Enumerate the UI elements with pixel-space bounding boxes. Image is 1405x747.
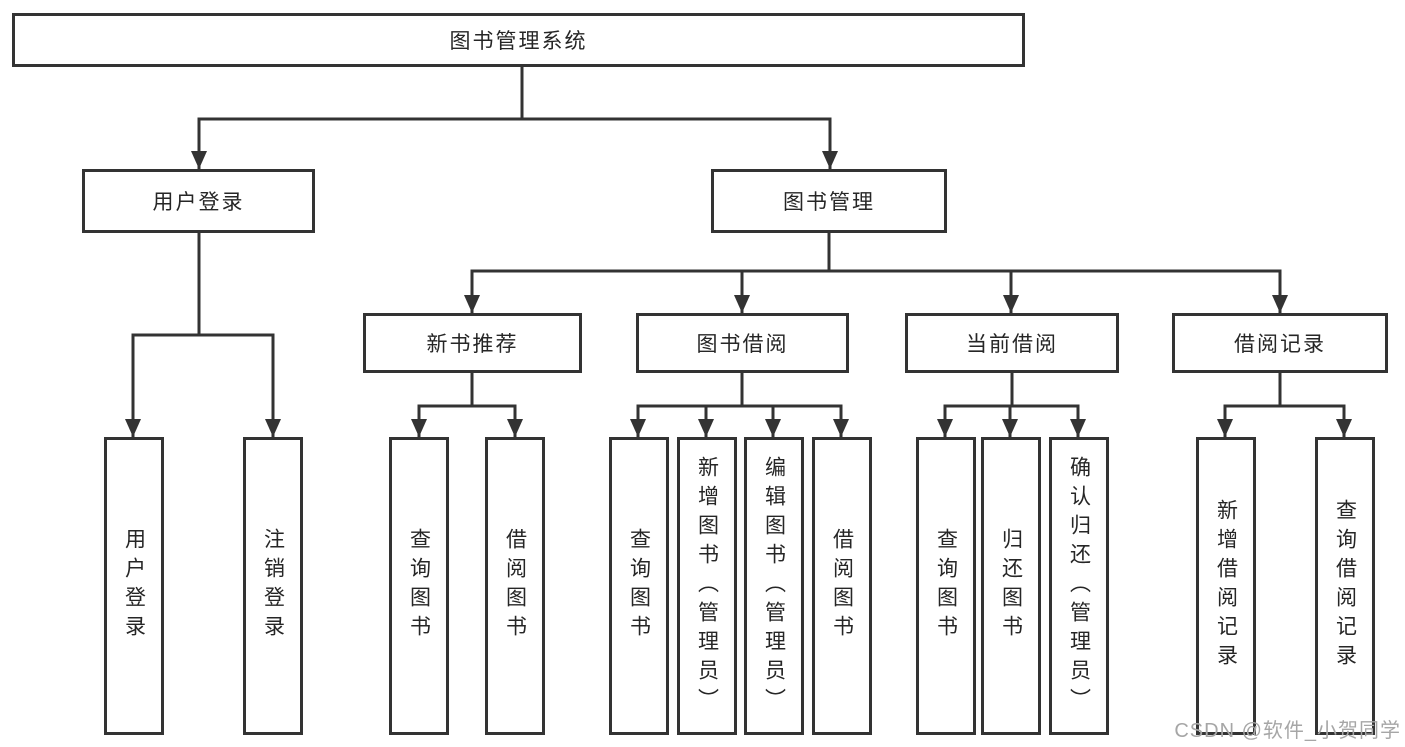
leaf-label: 新增借阅记录 [1214,499,1238,673]
leaf-label: 查询图书 [627,528,651,644]
node-borrow-records: 借阅记录 [1172,313,1388,373]
leaf-label: 新增图书（管理员） [695,455,719,717]
leaf-add-borrow-record: 新增借阅记录 [1196,437,1256,735]
leaf-logout: 注销登录 [243,437,303,735]
node-label: 图书管理系统 [449,30,588,53]
leaf-query-books-3: 查询图书 [916,437,976,735]
node-label: 借阅记录 [1234,333,1326,356]
leaf-add-books-admin: 新增图书（管理员） [677,437,737,735]
leaf-user-login: 用户登录 [104,437,164,735]
leaf-return-books: 归还图书 [981,437,1041,735]
node-label: 用户登录 [152,191,245,214]
node-root: 图书管理系统 [12,13,1025,67]
leaf-label: 查询借阅记录 [1333,499,1357,673]
node-label: 新书推荐 [426,333,519,356]
leaf-confirm-return-admin: 确认归还（管理员） [1049,437,1109,735]
leaf-edit-books-admin: 编辑图书（管理员） [744,437,804,735]
leaf-borrow-books-2: 借阅图书 [812,437,872,735]
leaf-label: 查询图书 [934,528,958,644]
leaf-label: 借阅图书 [830,528,854,644]
leaf-label: 借阅图书 [503,528,527,644]
node-label: 当前借阅 [966,333,1058,356]
csdn-watermark: CSDN @软件_小贺同学 [1174,720,1401,742]
node-user-login: 用户登录 [82,169,315,233]
node-book-borrow: 图书借阅 [636,313,849,373]
node-new-book-recommend: 新书推荐 [363,313,582,373]
leaf-label: 用户登录 [122,528,146,644]
leaf-label: 归还图书 [999,528,1023,644]
leaf-label: 编辑图书（管理员） [762,455,786,717]
node-book-management: 图书管理 [711,169,947,233]
node-label: 图书借阅 [696,333,789,356]
leaf-query-books-2: 查询图书 [609,437,669,735]
node-current-borrow: 当前借阅 [905,313,1119,373]
leaf-label: 确认归还（管理员） [1067,455,1091,717]
leaf-borrow-books-1: 借阅图书 [485,437,545,735]
leaf-label: 注销登录 [261,528,285,644]
leaf-query-borrow-record: 查询借阅记录 [1315,437,1375,735]
leaf-label: 查询图书 [407,528,431,644]
node-label: 图书管理 [783,191,875,214]
leaf-query-books-1: 查询图书 [389,437,449,735]
